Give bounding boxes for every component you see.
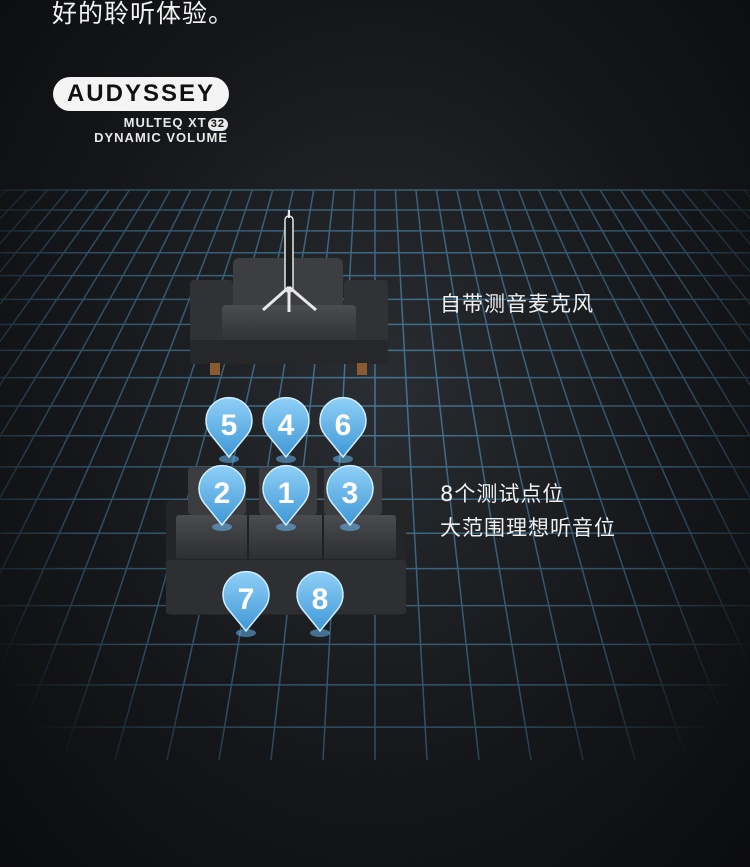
marker-number: 7 bbox=[238, 583, 255, 616]
grid-line bbox=[0, 189, 212, 670]
grid-line bbox=[0, 189, 171, 500]
location-marker-5: 5 bbox=[205, 396, 253, 463]
grid-line bbox=[394, 189, 428, 761]
grid-line bbox=[619, 189, 750, 387]
microphone-icon bbox=[262, 210, 317, 312]
marker-number: 2 bbox=[214, 477, 231, 510]
marker-number: 8 bbox=[312, 583, 329, 616]
location-marker-1: 1 bbox=[262, 464, 310, 531]
listening-area-label: 大范围理想听音位 bbox=[440, 516, 616, 540]
logo-brand: AUDYSSEY bbox=[66, 80, 216, 107]
audyssey-logo: AUDYSSEY bbox=[53, 77, 229, 111]
grid-line bbox=[0, 189, 90, 306]
location-marker-8: 8 bbox=[296, 570, 344, 637]
location-marker-6: 6 bbox=[319, 396, 367, 463]
grid-line bbox=[476, 189, 636, 761]
grid-line bbox=[538, 189, 750, 670]
logo-xt-badge: 32 bbox=[207, 118, 228, 131]
grid-line bbox=[558, 189, 750, 575]
grid-line bbox=[415, 189, 480, 761]
location-marker-2: 2 bbox=[198, 464, 246, 531]
grid-line bbox=[456, 189, 584, 761]
location-marker-4: 4 bbox=[262, 396, 310, 463]
grid-line bbox=[517, 189, 740, 761]
logo-dynamic-volume-line: DYNAMIC VOLUME bbox=[94, 130, 228, 145]
grid-line bbox=[579, 189, 750, 500]
grid-line bbox=[640, 189, 750, 343]
grid-line bbox=[0, 189, 131, 387]
grid-line bbox=[0, 189, 110, 343]
top-caption: 好的聆听体验。 bbox=[52, 0, 235, 28]
marker-number: 6 bbox=[335, 409, 352, 442]
microphone-label: 自带测音麦克风 bbox=[440, 292, 594, 316]
grid-line bbox=[599, 189, 750, 438]
logo-multeq-text: MULTEQ XT bbox=[123, 115, 207, 130]
grid-line bbox=[660, 189, 750, 306]
marker-number: 4 bbox=[278, 409, 295, 442]
test-points-label: 8个测试点位 bbox=[440, 482, 565, 506]
marker-number: 5 bbox=[221, 409, 238, 442]
grid-line bbox=[0, 189, 192, 575]
grid-line bbox=[497, 189, 688, 761]
location-marker-3: 3 bbox=[326, 464, 374, 531]
grid-line bbox=[435, 189, 532, 761]
marker-number: 1 bbox=[278, 477, 295, 510]
marker-number: 3 bbox=[342, 477, 359, 510]
measurement-markers: 5 4 6 2 1 3 7 8 bbox=[198, 396, 374, 637]
armchair bbox=[190, 258, 388, 375]
location-marker-7: 7 bbox=[222, 570, 270, 637]
grid-line bbox=[0, 189, 151, 438]
